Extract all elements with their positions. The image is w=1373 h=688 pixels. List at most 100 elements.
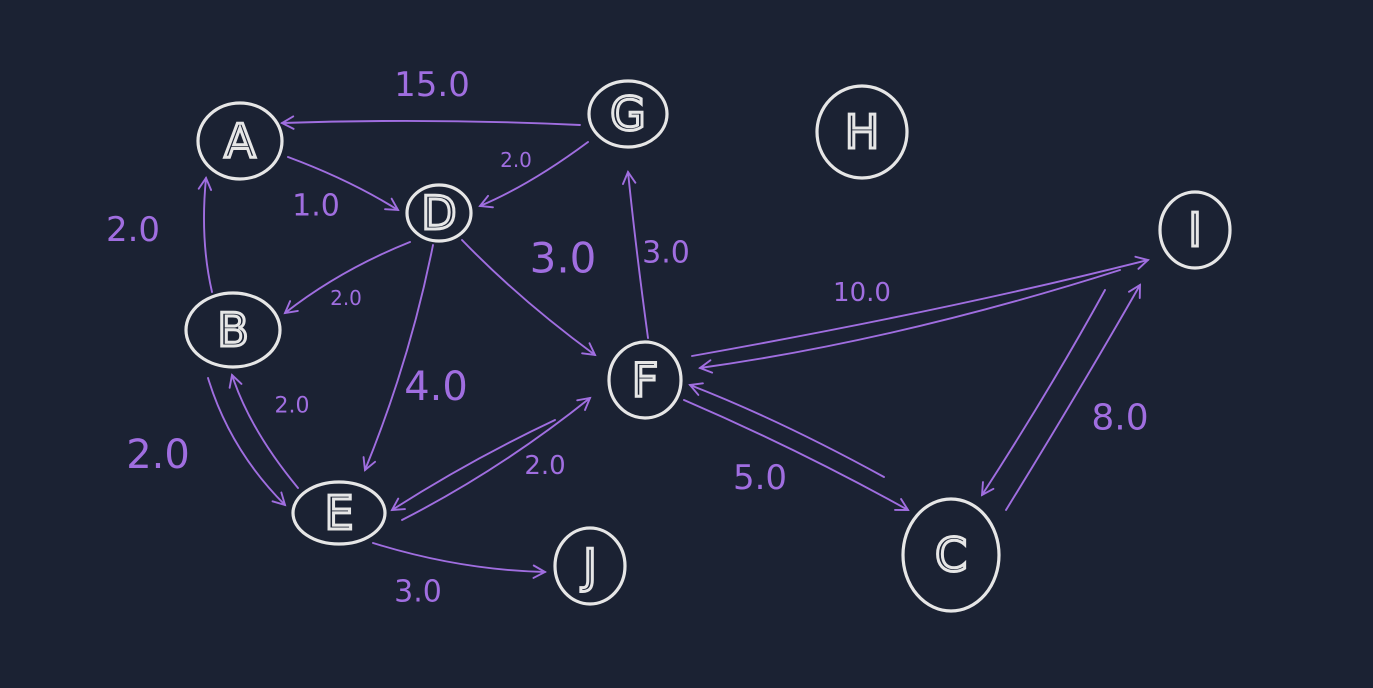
edge-i-to-f — [698, 269, 1121, 374]
edge-line — [284, 241, 411, 314]
edge-weight-label: 10.0 — [833, 278, 891, 308]
node-label: F — [632, 353, 658, 407]
edge-weight-label: 3.0 — [642, 236, 690, 271]
edge-c-to-i — [1005, 283, 1141, 511]
node-g: G — [587, 79, 669, 149]
arrow-head-icon — [228, 373, 243, 389]
node-label: A — [224, 114, 256, 168]
edge-d-to-b: 2.0 — [283, 241, 411, 315]
edge-b-to-a: 2.0 — [106, 176, 213, 293]
edge-weight-label: 2.0 — [126, 432, 190, 478]
node-h: H — [815, 84, 909, 180]
edge-line — [627, 171, 649, 339]
node-label: I — [1188, 203, 1202, 257]
arrow-head-icon — [698, 359, 714, 374]
edge-weight-label: 3.0 — [394, 575, 442, 610]
edge-line — [391, 419, 556, 511]
edge-line — [281, 119, 581, 126]
edge-line — [1005, 284, 1141, 511]
node-circle — [901, 497, 1001, 613]
arrow-head-icon — [1134, 255, 1150, 270]
edge-weight-label: 3.0 — [530, 234, 597, 283]
node-e: E — [291, 480, 387, 546]
edge-e-to-b: 2.0 — [228, 373, 310, 489]
arrow-head-icon — [980, 481, 995, 497]
edge-f-to-g: 3.0 — [622, 170, 690, 339]
node-c: C — [901, 497, 1001, 613]
node-j: J — [553, 526, 627, 606]
edge-weight-label: 2.0 — [500, 148, 532, 172]
edge-line — [479, 141, 589, 207]
node-label: D — [421, 186, 456, 240]
node-label: J — [580, 539, 597, 593]
edge-line — [203, 177, 213, 293]
edge-weight-label: 2.0 — [330, 286, 362, 310]
arrow-head-icon — [362, 456, 377, 472]
edge-g-to-a: 15.0 — [280, 65, 581, 130]
node-label: H — [845, 105, 880, 159]
arrow-head-icon — [283, 300, 299, 315]
edge-line — [981, 289, 1106, 496]
node-circle — [184, 291, 282, 369]
node-circle — [196, 101, 284, 181]
edge-g-to-d: 2.0 — [478, 141, 589, 209]
arrow-head-icon — [478, 194, 494, 209]
edge-weight-label: 2.0 — [275, 394, 310, 419]
node-circle — [815, 84, 909, 180]
node-circle — [405, 183, 473, 243]
edge-weight-label: 2.0 — [524, 451, 565, 481]
edge-e-to-j: 3.0 — [372, 542, 547, 610]
arrow-head-icon — [894, 498, 910, 511]
node-b: B — [184, 291, 282, 369]
nodes-layer: A B C D E F G H I J — [184, 79, 1232, 613]
node-label: G — [610, 87, 646, 141]
node-circle — [1158, 190, 1232, 270]
edge-line — [372, 542, 546, 573]
edge-line — [401, 397, 591, 521]
node-circle — [587, 79, 669, 149]
edge-e-to-f: 2.0 — [401, 396, 592, 521]
edge-line — [231, 374, 299, 489]
edge-i-to-c: 8.0 — [980, 289, 1149, 497]
node-circle — [607, 340, 683, 420]
edges-layer: 15.0 2.0 1.0 2.0 2.0 3.0 4.0 3.0 10.0 2.0 2.0 2.0 3.… — [106, 65, 1150, 610]
arrow-head-icon — [1127, 283, 1141, 299]
node-a: A — [196, 101, 284, 181]
arrow-head-icon — [280, 115, 295, 130]
edge-weight-label: 4.0 — [404, 364, 468, 410]
node-label: E — [324, 486, 353, 540]
edge-d-to-f: 3.0 — [461, 234, 597, 357]
arrow-head-icon — [688, 382, 704, 396]
node-i: I — [1158, 190, 1232, 270]
edge-f-to-i: 10.0 — [691, 255, 1150, 357]
edge-line — [207, 377, 286, 506]
node-label: C — [935, 528, 967, 582]
edge-line — [683, 399, 909, 511]
edge-f-to-c: 5.0 — [683, 399, 910, 511]
edge-weight-label: 5.0 — [733, 458, 787, 498]
edge-line — [691, 259, 1149, 357]
edge-weight-label: 15.0 — [394, 65, 470, 105]
node-circle — [291, 480, 387, 546]
edge-weight-label: 8.0 — [1091, 398, 1148, 439]
arrow-head-icon — [197, 176, 213, 191]
edge-b-to-e: 2.0 — [126, 377, 287, 507]
node-f: F — [607, 340, 683, 420]
arrow-head-icon — [581, 342, 597, 357]
edge-weight-label: 2.0 — [106, 210, 160, 250]
edge-f-to-e — [390, 419, 556, 512]
edge-line — [699, 269, 1121, 369]
edge-line — [364, 244, 434, 471]
edge-c-to-f — [688, 382, 885, 478]
edge-line — [461, 239, 596, 356]
edge-line — [689, 384, 885, 478]
edge-line — [287, 156, 399, 211]
arrow-head-icon — [271, 491, 287, 507]
node-d: D — [405, 183, 473, 243]
arrow-head-icon — [390, 497, 406, 512]
edge-weight-label: 1.0 — [292, 189, 340, 224]
edge-a-to-d: 1.0 — [287, 156, 400, 224]
node-label: B — [217, 303, 249, 357]
arrow-head-icon — [384, 197, 400, 212]
node-circle — [553, 526, 627, 606]
